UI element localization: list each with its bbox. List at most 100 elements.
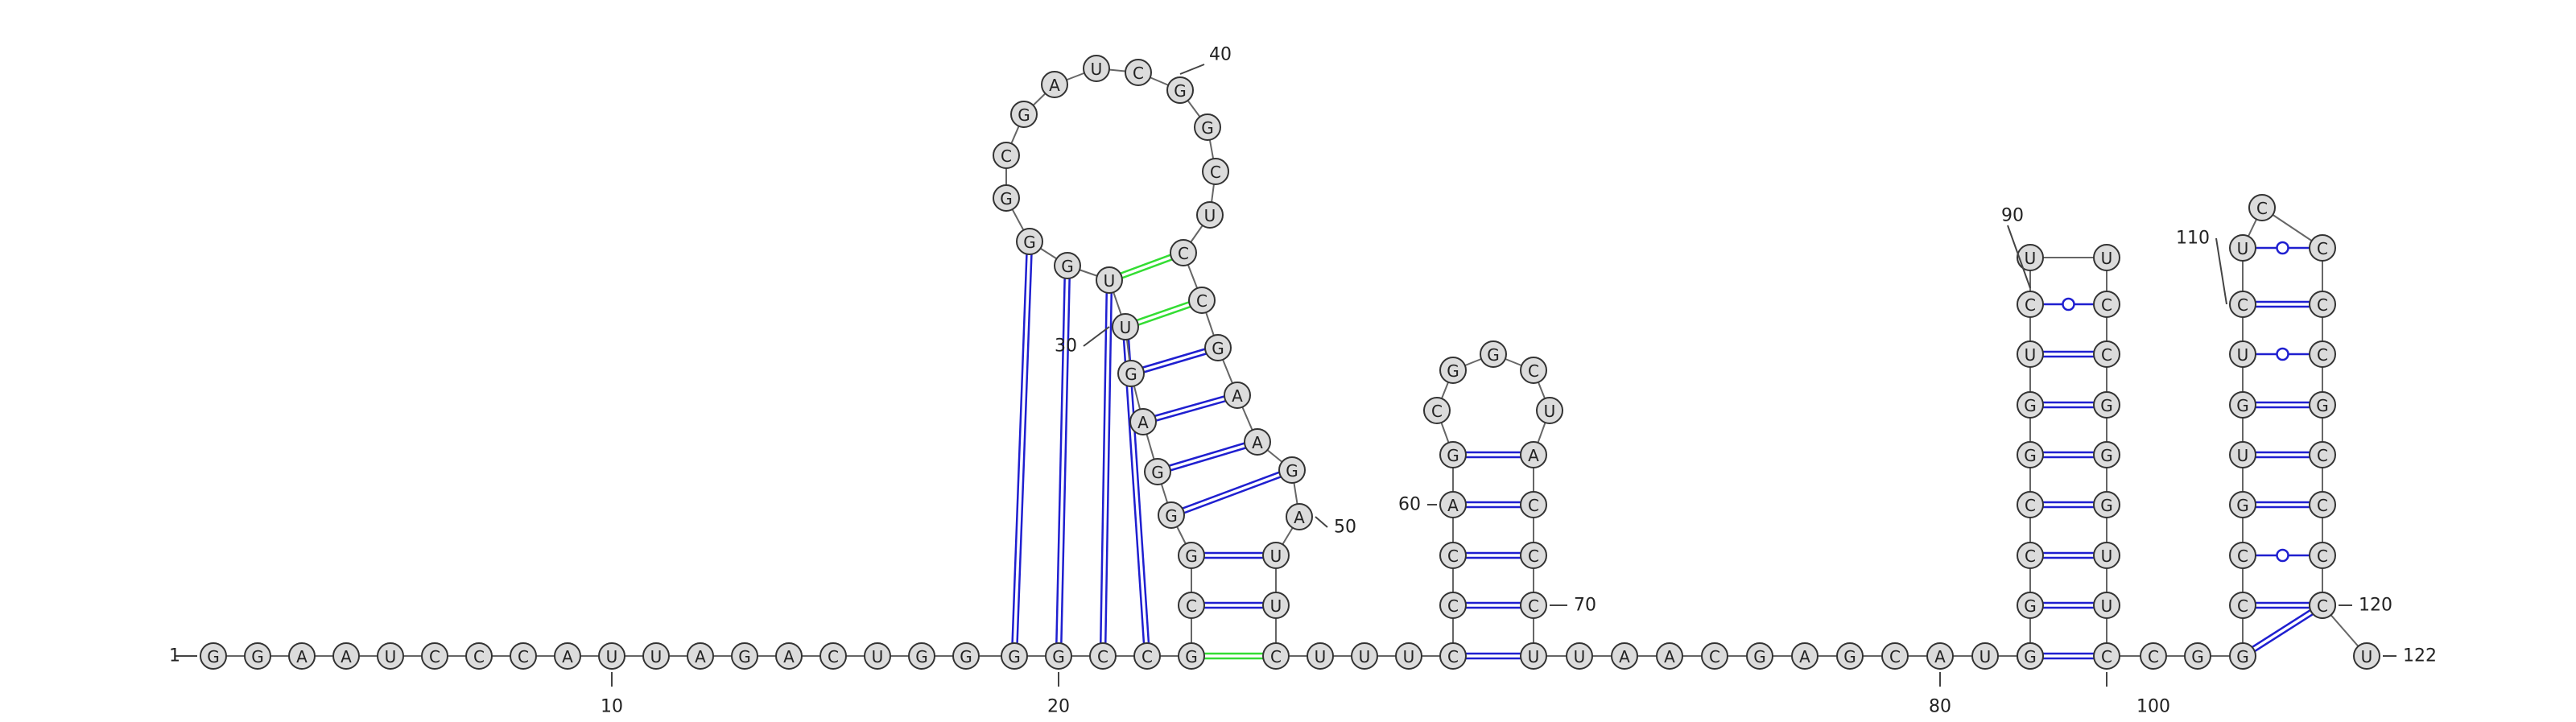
nucleotide-circle	[731, 642, 758, 670]
nucleotide-circle	[2093, 340, 2120, 368]
nucleotide-circle	[288, 642, 316, 670]
nucleotide-circle	[1129, 408, 1157, 435]
position-number-110: 110	[2176, 229, 2210, 249]
nucleotide-letter: U	[1359, 647, 1371, 666]
base-pair-line	[1125, 301, 1203, 331]
nucleotide-circle	[2353, 642, 2380, 670]
base-pair-line	[1158, 443, 1259, 476]
nucleotide-circle	[1178, 592, 1205, 619]
nucleotide-letter: G	[207, 647, 220, 666]
nucleotide-letter: G	[1000, 189, 1013, 208]
nucleotide-circle	[1395, 642, 1422, 670]
nucleotide-circle	[1536, 397, 1563, 424]
nucleotide-circle	[993, 184, 1020, 212]
nucleotide-circle	[421, 642, 448, 670]
nucleotide-circle	[2140, 642, 2167, 670]
nucleotide-letter: U	[872, 647, 884, 666]
nucleotide-circle	[775, 642, 803, 670]
nucleotide-circle	[1178, 642, 1205, 670]
nucleotide-letter: C	[2317, 547, 2328, 566]
nucleotide-letter: G	[1008, 647, 1021, 666]
nucleotide-letter: G	[1185, 547, 1198, 566]
nucleotide-letter: C	[1210, 163, 1221, 182]
nucleotide-circle	[1423, 397, 1451, 424]
nucleotide-circle	[2248, 194, 2276, 221]
nucleotide-letter: U	[1091, 60, 1103, 79]
nucleotide-letter: A	[1664, 647, 1675, 666]
nucleotide-circle	[1096, 266, 1123, 294]
nucleotide-circle	[1520, 357, 1547, 384]
nucleotide-circle	[2093, 592, 2120, 619]
nucleotide-circle	[1566, 642, 1593, 670]
nucleotide-letter: G	[2024, 396, 2037, 415]
nucleotide-circle	[1054, 252, 1081, 279]
nucleotide-circle	[1112, 313, 1139, 340]
nucleotide-letter: U	[2025, 249, 2037, 268]
gu-pair-marker	[2276, 548, 2289, 563]
nucleotide-circle	[2229, 542, 2256, 569]
nucleotide-letter: U	[606, 647, 618, 666]
position-number-70: 70	[1574, 596, 1596, 616]
nucleotide-circle	[2093, 291, 2120, 318]
nucleotide-letter: C	[2317, 446, 2328, 465]
nucleotide-letter: A	[341, 647, 352, 666]
nucleotide-letter: C	[1141, 647, 1153, 666]
nucleotide-letter: G	[2100, 446, 2113, 465]
nucleotide-letter: C	[1270, 647, 1282, 666]
nucleotide-circle	[1480, 340, 1507, 368]
nucleotide-letter: G	[1447, 446, 1459, 465]
nucleotide-letter: A	[783, 647, 795, 666]
nucleotide-letter: A	[1137, 413, 1149, 432]
nucleotide-circle	[687, 642, 714, 670]
nucleotide-circle	[1701, 642, 1728, 670]
nucleotide-letter: G	[1165, 506, 1178, 526]
nucleotide-circle	[1656, 642, 1683, 670]
nucleotide-circle	[1307, 642, 1334, 670]
nucleotide-circle	[1117, 360, 1145, 387]
nucleotide-circle	[1520, 491, 1547, 518]
nucleotide-letter: A	[562, 647, 573, 666]
nucleotide-circle	[1520, 441, 1547, 468]
nucleotide-letter: G	[2236, 396, 2249, 415]
nucleotide-circle	[1010, 101, 1038, 128]
nucleotide-letter: C	[1097, 647, 1108, 666]
nucleotide-letter: U	[2237, 239, 2249, 258]
nucleotide-circle	[2093, 491, 2120, 518]
nucleotide-circle	[1001, 642, 1028, 670]
nucleotide-circle	[1611, 642, 1638, 670]
base-pair-line	[1055, 265, 1067, 656]
nucleotide-letter: A	[1528, 446, 1539, 465]
nucleotide-circle	[952, 642, 980, 670]
nucleotide-circle	[2309, 491, 2336, 518]
nucleotide-letter: A	[695, 647, 706, 666]
nucleotide-circle	[1836, 642, 1864, 670]
nucleotide-letter: U	[2101, 596, 2113, 616]
nucleotide-letter: U	[2101, 249, 2113, 268]
nucleotide-letter: G	[1185, 647, 1198, 666]
position-number-10: 10	[601, 697, 623, 717]
nucleotide-letter: G	[2100, 396, 2113, 415]
nucleotide-circle	[1204, 334, 1232, 361]
nucleotide-circle	[1439, 357, 1467, 384]
position-tick	[2007, 225, 2031, 289]
nucleotide-circle	[1041, 71, 1068, 98]
nucleotide-letter: C	[2101, 345, 2112, 365]
nucleotide-letter: G	[1487, 345, 1500, 365]
nucleotide-letter: G	[960, 647, 972, 666]
nucleotide-letter: A	[1799, 647, 1810, 666]
base-pair-line	[1059, 266, 1071, 657]
nucleotide-circle	[200, 642, 227, 670]
nucleotide-letter: C	[2148, 647, 2159, 666]
base-pair-line	[1104, 280, 1113, 657]
nucleotide-letter: C	[1709, 647, 1720, 666]
nucleotide-circle	[2309, 592, 2336, 619]
nucleotide-circle	[1202, 158, 1229, 185]
nucleotide-circle	[993, 142, 1020, 169]
nucleotide-letter: U	[1270, 547, 1282, 566]
nucleotide-circle	[1144, 458, 1171, 485]
nucleotide-letter: G	[915, 647, 928, 666]
nucleotide-letter: U	[2237, 345, 2249, 365]
nucleotide-circle	[2309, 340, 2336, 368]
